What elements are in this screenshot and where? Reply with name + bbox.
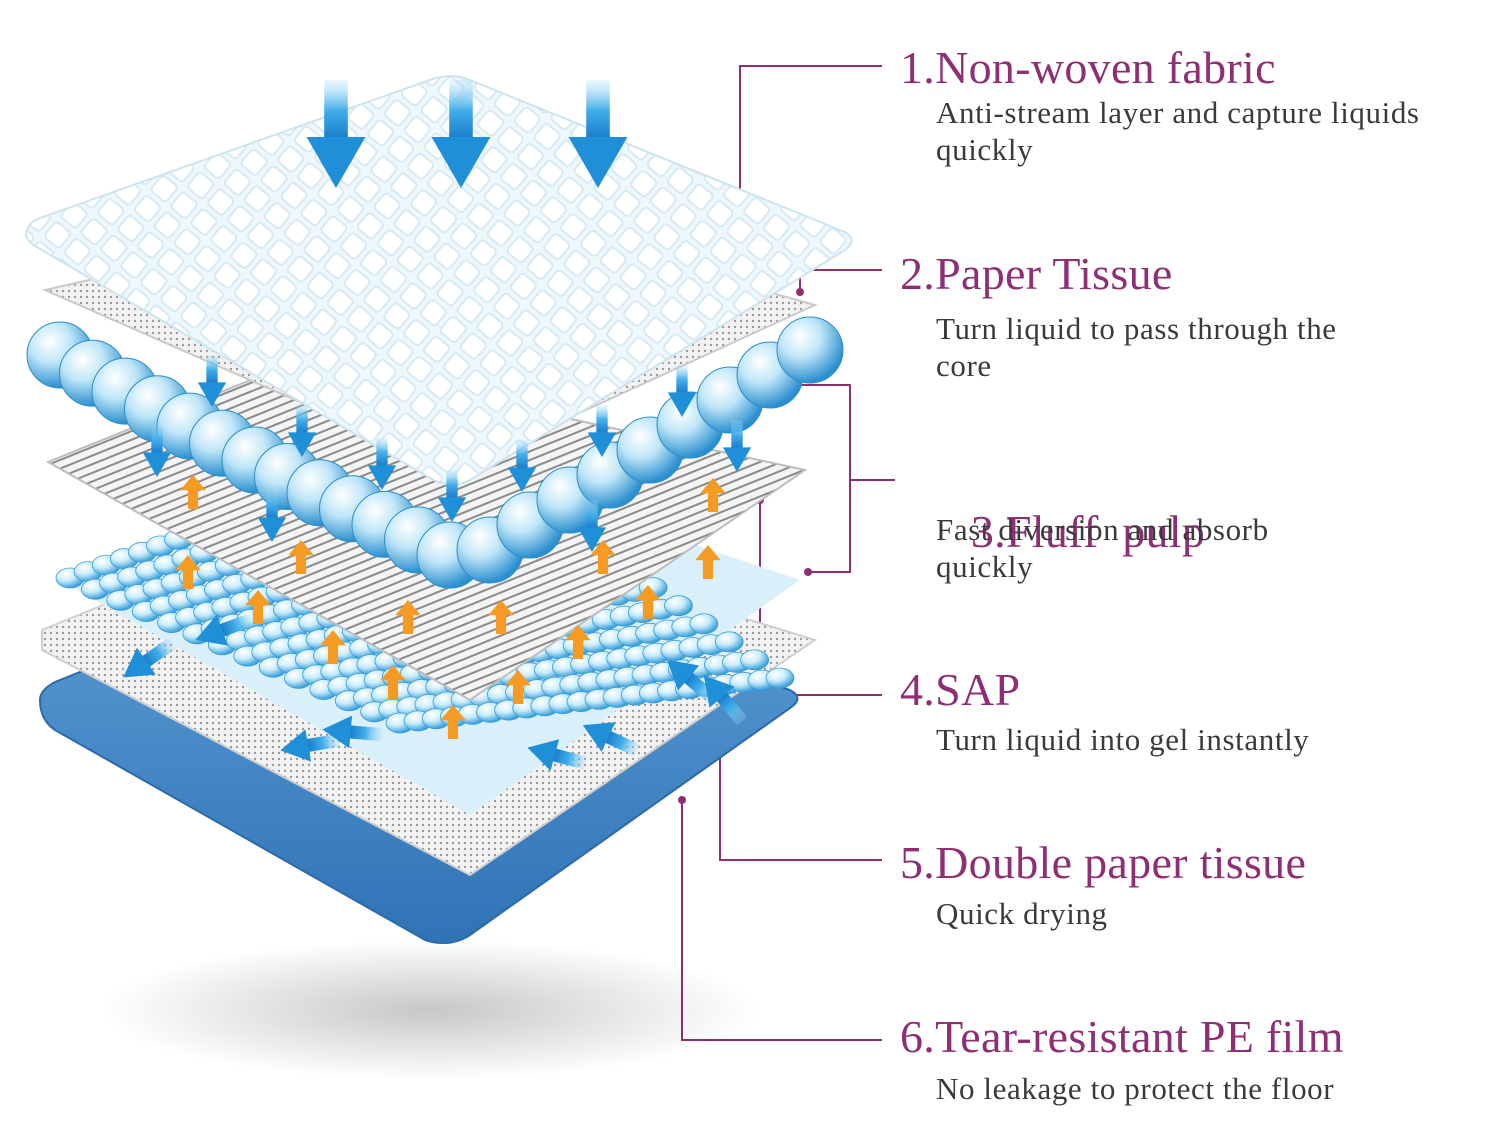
leader-line-2 [800, 270, 882, 290]
layer-4-number: 4. [900, 664, 935, 715]
layer-5-number: 5. [900, 837, 935, 888]
sap-bead [665, 596, 693, 616]
fluff-bead [777, 317, 843, 383]
layer-4-name: SAP [935, 664, 1020, 715]
layer-2-description: Turn liquid to pass through the core [936, 310, 1396, 384]
leader-end [804, 568, 812, 576]
pad-shadow [100, 940, 760, 1080]
layer-6-name: Tear-resistant PE film [935, 1011, 1344, 1062]
layer-1-number: 1. [900, 42, 935, 93]
sap-bead [715, 632, 743, 652]
layer-1-title: 1.Non-woven fabric [900, 42, 1276, 94]
layer-4-description: Turn liquid into gel instantly [936, 721, 1436, 758]
layer-5-title: 5.Double paper tissue [900, 837, 1306, 889]
layer-3-description: Fast diversion and absorb quickly [936, 511, 1356, 585]
sap-bead [690, 614, 718, 634]
sap-bead [741, 650, 769, 670]
layer-6-description: No leakage to protect the floor [936, 1070, 1436, 1107]
layer-2-number: 2. [900, 248, 935, 299]
layer-2-name: Paper Tissue [935, 248, 1173, 299]
leader-end [678, 796, 686, 804]
leader-end [796, 288, 804, 296]
layer-2-title: 2.Paper Tissue [900, 248, 1173, 300]
layer-4-title: 4.SAP [900, 664, 1020, 716]
sap-bead [766, 668, 794, 688]
layer-1-name: Non-woven fabric [935, 42, 1276, 93]
layer-1-description: Anti-stream layer and capture liquids qu… [936, 94, 1436, 168]
layer-6-number: 6. [900, 1011, 935, 1062]
layer-6-title: 6.Tear-resistant PE film [900, 1011, 1344, 1063]
layer-5-name: Double paper tissue [935, 837, 1306, 888]
leader-line-1 [740, 66, 882, 200]
layer-5-description: Quick drying [936, 895, 1436, 932]
leader-line-3 [790, 385, 895, 572]
